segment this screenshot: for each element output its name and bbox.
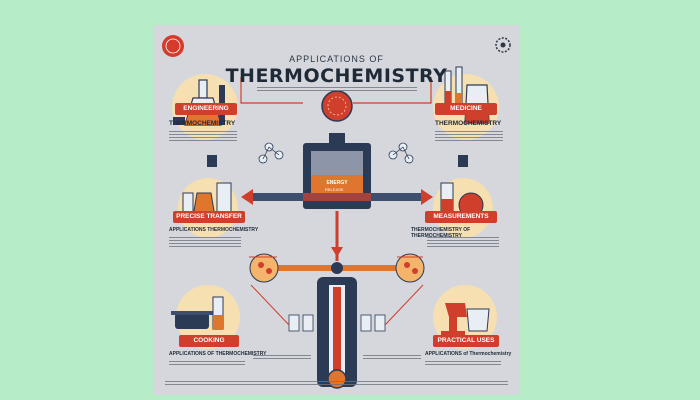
subhead-right-mid: THERMOCHEMISTRY OF THERMOCHEMISTRY bbox=[411, 227, 471, 239]
cooking-pot-icon bbox=[171, 296, 224, 330]
seal-icon bbox=[162, 35, 184, 57]
fine-print-right-top bbox=[435, 131, 503, 141]
infographic-poster: APPLICATIONS OF THERMOCHEMISTRY ENERGY R… bbox=[153, 25, 520, 395]
reaction-sphere bbox=[321, 90, 353, 122]
fine-print-right-mid bbox=[427, 237, 499, 249]
subhead-right-top: THERMOCHEMISTRY bbox=[435, 120, 502, 127]
subhead-left-top: THERMOCHEMISTRY bbox=[169, 120, 236, 127]
fine-print-center-right bbox=[363, 355, 421, 361]
center-sublabel: RELEASE bbox=[325, 187, 344, 192]
measurements-label: MEASUREMENTS bbox=[425, 211, 497, 223]
subhead-left-bottom: APPLICATIONS OF THERMOCHEMISTRY bbox=[169, 351, 267, 357]
title-small: APPLICATIONS OF bbox=[289, 54, 384, 64]
precise-transfer-label: PRECISE TRANSFER bbox=[173, 211, 245, 223]
subhead-left-mid: APPLICATIONS THERMOCHEMISTRY bbox=[169, 227, 259, 233]
practical-uses-label: PRACTICAL USES bbox=[433, 335, 499, 347]
fine-print-left-top bbox=[169, 131, 237, 141]
cooking-label: COOKING bbox=[179, 335, 239, 347]
gear-icon bbox=[495, 37, 511, 53]
engineering-label: ENGINEERING bbox=[175, 103, 237, 115]
fine-print-right-bottom bbox=[425, 361, 501, 367]
fine-print-left-mid bbox=[169, 237, 241, 249]
fine-print-top bbox=[257, 87, 417, 93]
molecule-icon bbox=[258, 142, 414, 164]
subhead-right-bottom: APPLICATIONS of Thermochemistry bbox=[425, 351, 512, 357]
thermometer-icon bbox=[317, 277, 357, 389]
fine-print-center-left bbox=[253, 355, 311, 361]
stand-mixer-icon bbox=[441, 303, 490, 336]
footer-fine-print bbox=[165, 381, 508, 385]
medicine-label: MEDICINE bbox=[435, 103, 497, 115]
small-device-icon-left bbox=[207, 155, 217, 167]
title-large: THERMOCHEMISTRY bbox=[225, 65, 448, 87]
small-device-icon bbox=[458, 155, 468, 167]
fine-print-left-bottom bbox=[169, 361, 245, 367]
center-label: ENERGY bbox=[318, 178, 356, 188]
